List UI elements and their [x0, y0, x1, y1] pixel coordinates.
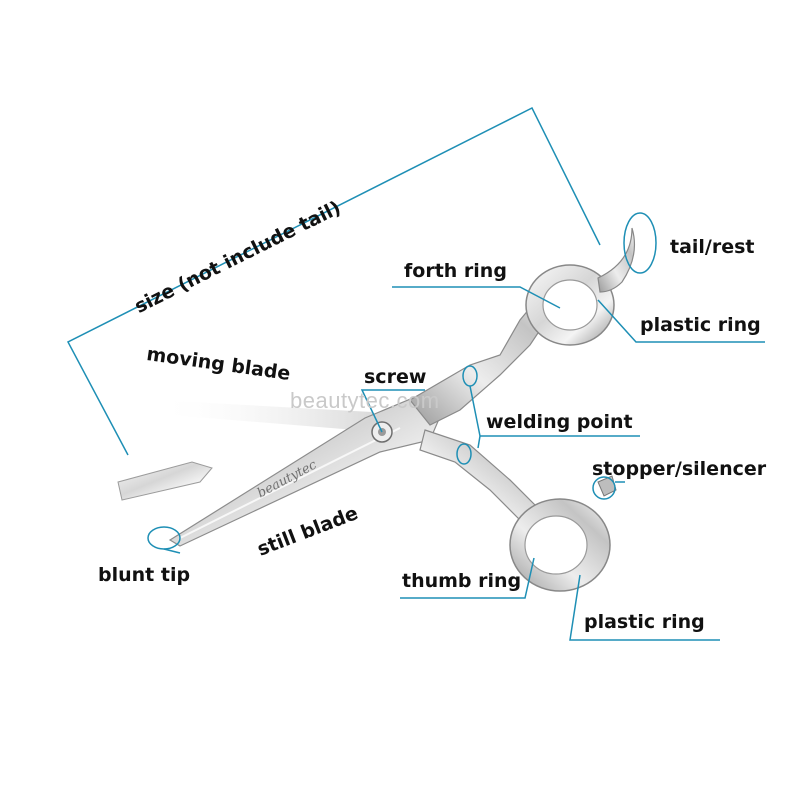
- tail-rest-shape: [597, 227, 635, 293]
- welding-point-circle-2: [456, 443, 472, 465]
- forth-ring-hole: [542, 279, 598, 331]
- blunt-tip-leader: [163, 548, 181, 554]
- stopper-silencer-label: stopper/silencer: [592, 458, 767, 480]
- watermark-text: beautytec.com: [290, 388, 440, 413]
- moving-blade-shape: [155, 400, 380, 432]
- screw-leader: [360, 389, 425, 433]
- tail-rest-circle: [623, 212, 657, 274]
- forth-ring-leader: [392, 286, 561, 309]
- plastic-ring-bottom-leader: [569, 574, 720, 641]
- screw-label: screw: [364, 366, 427, 388]
- callout-lines: [66, 106, 765, 641]
- blade-fragment-shape: [117, 461, 213, 501]
- plastic-ring-bottom-label: plastic ring: [584, 611, 705, 633]
- thumb-ring-label: thumb ring: [402, 570, 522, 592]
- forth-ring-label: forth ring: [404, 260, 507, 282]
- blunt-tip-label: blunt tip: [98, 564, 191, 586]
- tail-rest-label: tail/rest: [670, 236, 755, 258]
- plastic-ring-top-label: plastic ring: [640, 314, 761, 336]
- thumb-ring-hole: [524, 515, 588, 575]
- welding-point-label: welding point: [486, 411, 633, 433]
- plastic-ring-top-leader: [597, 299, 765, 343]
- size-bracket-line: [66, 106, 601, 456]
- lower-shank-shape: [419, 429, 536, 521]
- blade-highlight: [179, 427, 401, 539]
- thumb-ring-leader: [400, 557, 535, 599]
- stopper-circle: [592, 476, 616, 500]
